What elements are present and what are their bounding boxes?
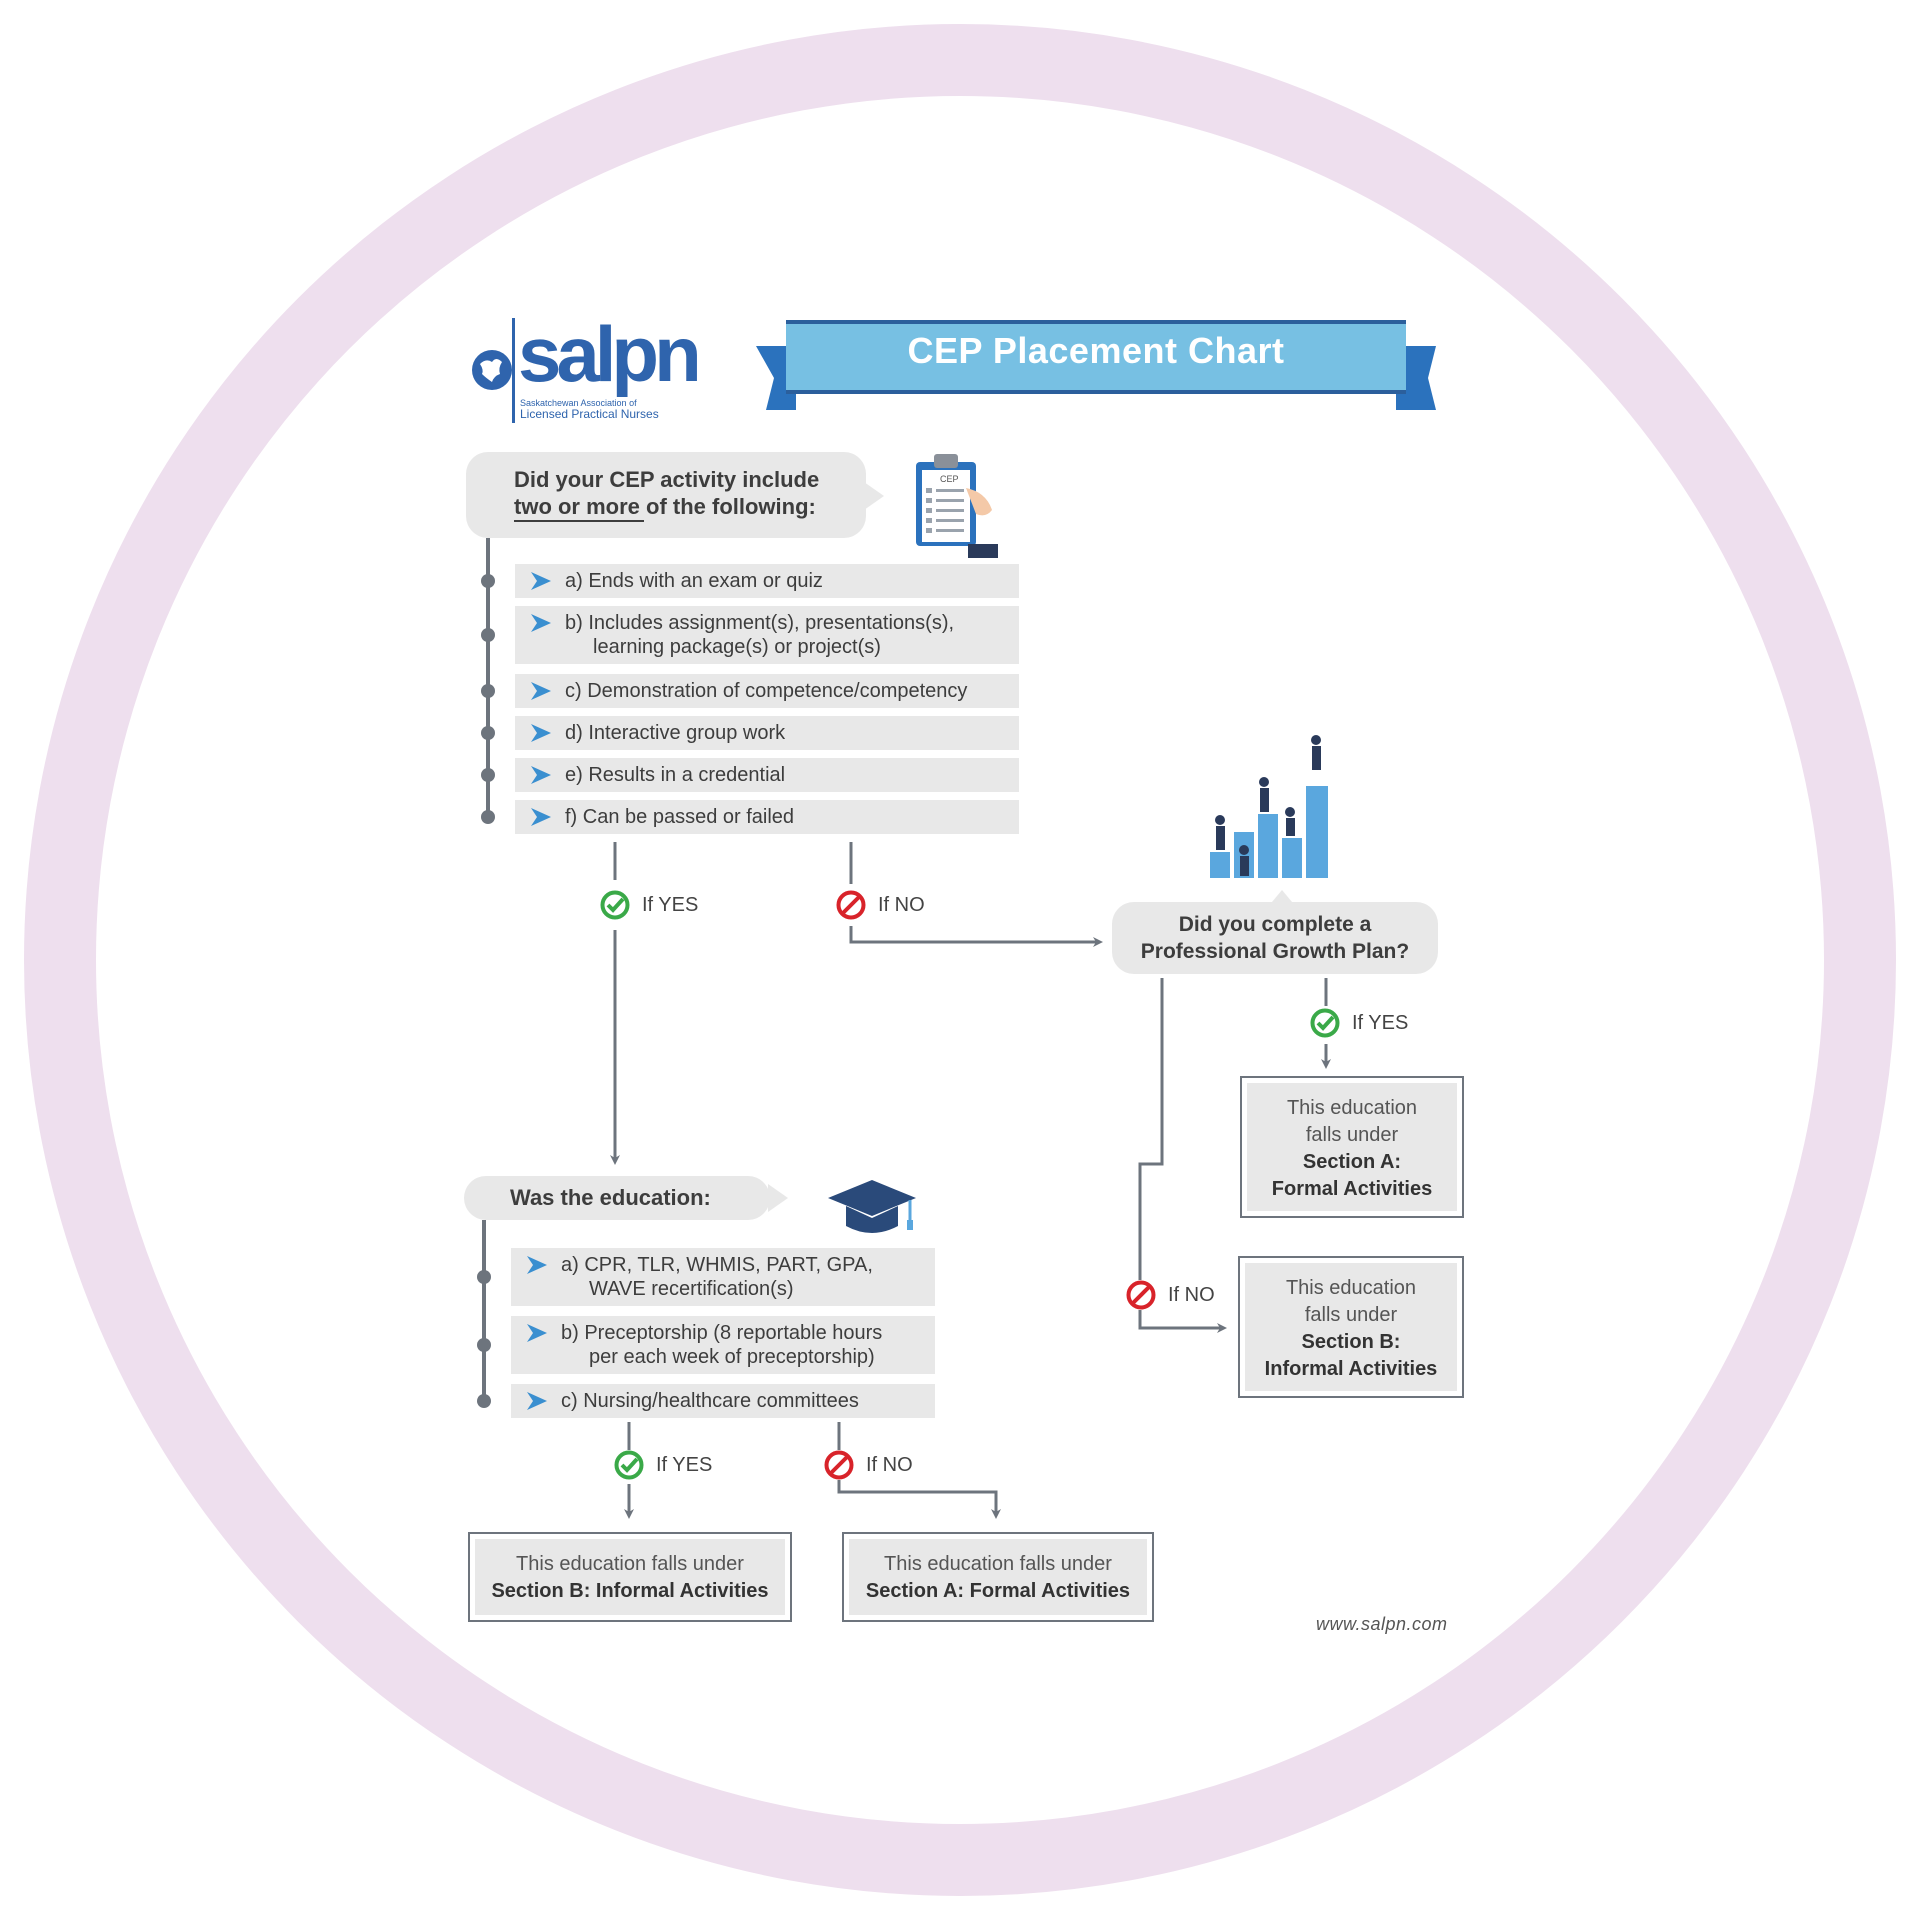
clipboard-icon: CEP [916,454,998,558]
website-url[interactable]: www.salpn.com [1316,1614,1448,1634]
logo-wordmark: salpn [518,310,702,398]
list-item-text: b) Includes assignment(s), presentations… [565,612,955,634]
result-text: This education falls under [516,1553,744,1575]
list-item: b) Includes assignment(s), presentations… [515,606,1019,664]
list-bullet [477,1394,491,1408]
chevron-right-icon [527,1256,547,1274]
list-spine [486,538,490,818]
list-bullet [477,1338,491,1352]
check-circle-icon [1310,1008,1340,1038]
list-bullet [481,574,495,588]
question-line: Professional Growth Plan? [1140,940,1410,963]
question-line: two or more of the following: [514,494,816,519]
question-growth-plan: Did you complete a Professional Growth P… [1112,890,1438,974]
question-line: Was the education: [510,1185,711,1210]
list-bullet [481,684,495,698]
question-line: Did you complete a [1178,913,1372,936]
prohibited-icon [1126,1280,1156,1310]
decision-text: If NO [1168,1284,1215,1306]
list-item-text: c) Demonstration of competence/competenc… [565,680,968,702]
title-ribbon: CEP Placement Chart [756,316,1436,420]
list-item: f) Can be passed or failed [515,800,1019,834]
result-text: This education [1286,1097,1418,1119]
check-circle-icon [600,890,630,920]
result-section: Section B: [1301,1331,1401,1353]
list-bullet [481,810,495,824]
chevron-right-icon [531,572,551,590]
question-line: Did your CEP activity include [514,467,820,492]
decision-text: If YES [656,1454,713,1476]
result-section: Formal Activities [1271,1178,1433,1200]
list-item-text: e) Results in a credential [565,764,786,786]
result-text: falls under [1304,1304,1398,1326]
chevron-right-icon [531,682,551,700]
list-item-text: d) Interactive group work [565,722,786,744]
question-education-type: Was the education: [464,1176,788,1220]
list-bullet [481,768,495,782]
result-text: This education [1285,1277,1417,1299]
list-item-text: per each week of preceptorship) [589,1346,875,1368]
chevron-right-icon [531,808,551,826]
result-text: This education falls under [884,1553,1112,1575]
result-section: Informal Activities [1264,1358,1438,1380]
list-item: e) Results in a credential [515,758,1019,792]
result-section-a: This education falls under Section A: Fo… [1240,1076,1464,1218]
list-item: d) Interactive group work [515,716,1019,750]
list-item: a) CPR, TLR, WHMIS, PART, GPA,WAVE recer… [511,1248,935,1306]
decision-text: If YES [642,894,699,916]
globe-icon [472,350,512,390]
list-item-text: a) CPR, TLR, WHMIS, PART, GPA, [561,1254,873,1276]
result-section-a-bottom: This education falls under Section A: Fo… [842,1532,1154,1622]
list-item-text: f) Can be passed or failed [565,806,795,828]
prohibited-icon [836,890,866,920]
list-item-text: c) Nursing/healthcare committees [561,1390,859,1412]
q3-no-arrow [1138,1310,1227,1333]
result-section-b-bottom: This education falls under Section B: In… [468,1532,792,1622]
graduation-cap-icon [828,1180,916,1233]
chevron-right-icon [531,766,551,784]
q2-no-arrow [837,1480,1001,1519]
list-item-text: b) Preceptorship (8 reportable hours [561,1322,883,1344]
list-spine [482,1220,486,1404]
list-item-text: WAVE recertification(s) [589,1278,794,1300]
result-text: falls under [1305,1124,1399,1146]
list-bullet [481,628,495,642]
page-title: CEP Placement Chart [907,330,1285,371]
chevron-right-icon [531,614,551,632]
q3-no-connector [1138,978,1164,1280]
list-bullet [481,726,495,740]
salpn-logo: salpn Saskatchewan Association of Licens… [470,314,706,426]
list-item-text: a) Ends with an exam or quiz [565,570,823,592]
list-bullet [477,1270,491,1284]
q1-no-arrow [849,926,1103,947]
chevron-right-icon [527,1324,547,1342]
result-section: Section A: [1302,1151,1402,1173]
prohibited-icon [824,1450,854,1480]
ribbon-right-tail [1396,346,1436,410]
result-section: Section A: Formal Activities [865,1580,1131,1602]
decision-text: If YES [1352,1012,1409,1034]
list-item-text: learning package(s) or project(s) [593,636,881,658]
question-cep-activity: Did your CEP activity include two or mor… [466,452,884,538]
result-section: Section B: Informal Activities [491,1580,769,1602]
list-item: c) Demonstration of competence/competenc… [515,674,1019,708]
decision-text: If NO [866,1454,913,1476]
chevron-right-icon [531,724,551,742]
clipboard-label: CEP [940,474,959,484]
logo-tagline: Saskatchewan Association of [520,398,637,408]
list-item: c) Nursing/healthcare committees [511,1384,935,1418]
growth-chart-icon [1210,735,1328,878]
list-item: a) Ends with an exam or quiz [515,564,1019,598]
result-section-b: This education falls under Section B: In… [1238,1256,1464,1398]
logo-tagline: Licensed Practical Nurses [520,407,659,421]
check-circle-icon [614,1450,644,1480]
chevron-right-icon [527,1392,547,1410]
decision-text: If NO [878,894,925,916]
